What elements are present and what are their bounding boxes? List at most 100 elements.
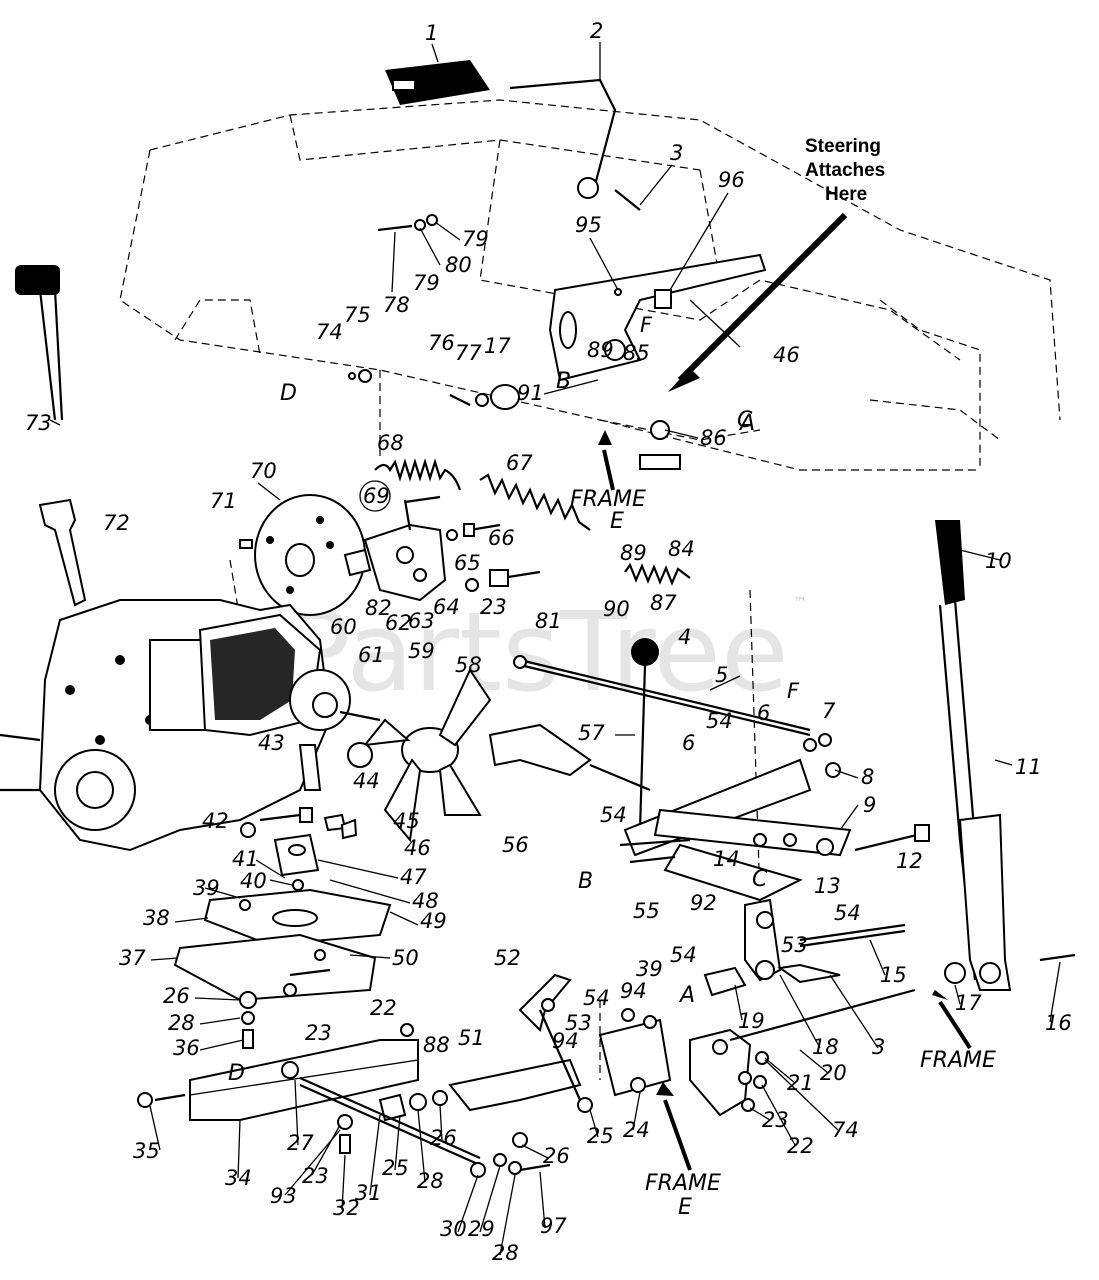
part-number: 49: [420, 909, 447, 933]
part-number: 54: [670, 943, 697, 967]
rod-5: [513, 655, 811, 737]
letter-f-top: F: [640, 313, 653, 337]
part-number: 22: [370, 996, 397, 1020]
letter-a: A: [738, 411, 755, 436]
part-number: 23: [305, 1021, 332, 1045]
body-outline: [119, 99, 1061, 1080]
part-number: 73: [25, 411, 52, 435]
part-number: 3: [670, 141, 683, 165]
steering-arrow: [668, 212, 848, 392]
part-number: 15: [880, 963, 907, 987]
idler-bracket: [343, 495, 447, 602]
part-number: 88: [423, 1033, 450, 1057]
part-number: 35: [133, 1139, 160, 1163]
part-number: 26: [163, 984, 190, 1008]
part-number: 89: [587, 338, 614, 362]
part-number: 48: [412, 889, 439, 913]
brake-pedal: [385, 60, 490, 105]
part-number: 78: [383, 293, 410, 317]
part-number: 21: [787, 1071, 814, 1095]
letter-d-bottom: D: [228, 1061, 245, 1086]
part-number: 23: [302, 1164, 329, 1188]
part-number: 26: [543, 1144, 570, 1168]
part-number: 11: [1015, 755, 1042, 779]
letter-d-top: D: [280, 381, 297, 406]
part-number: 68: [377, 431, 404, 455]
steering-line-2: Attaches: [805, 160, 885, 181]
part-number: 53: [781, 933, 808, 957]
part-number: 6: [682, 731, 695, 755]
part-number: 84: [668, 537, 695, 561]
plate-assembly: [173, 833, 392, 1049]
part-number: 38: [143, 906, 170, 930]
spring-67: [479, 473, 591, 531]
part-number: 63: [408, 609, 435, 633]
part-number: 5: [715, 663, 728, 687]
frame-label-right: FRAME: [920, 1048, 996, 1073]
bracket-20: [689, 988, 916, 1117]
part-number: 44: [353, 769, 380, 793]
part-number: 80: [445, 253, 472, 277]
bolts-65-66: [446, 523, 541, 592]
part-number: 23: [762, 1108, 789, 1132]
part-number: 82: [365, 596, 392, 620]
part-number: 36: [173, 1036, 200, 1060]
part-number: 53: [565, 1011, 592, 1035]
part-number: 46: [404, 836, 431, 860]
part-number: 6: [757, 701, 770, 725]
shift-lever-72-73: [15, 265, 87, 607]
part-number: 67: [506, 451, 533, 475]
part-number: 58: [455, 653, 482, 677]
part-number: 94: [552, 1029, 579, 1053]
part-number: 79: [462, 227, 489, 251]
part-number: 59: [408, 639, 435, 663]
part-number: 14: [713, 847, 740, 871]
part-number: 96: [718, 168, 745, 192]
part-number: 74: [316, 320, 343, 344]
top-hardware: [348, 214, 672, 410]
part-number: 13: [814, 874, 841, 898]
part-number: 7: [822, 699, 836, 723]
spring-68: [374, 458, 462, 491]
part-number: 24: [623, 1118, 650, 1142]
part-number: 9: [863, 793, 876, 817]
hand-lever-10-11: [935, 520, 1076, 991]
part-number: 79: [413, 271, 440, 295]
part-number: 64: [433, 595, 460, 619]
part-number: 52: [494, 946, 521, 970]
part-number: 56: [502, 833, 529, 857]
part-number: 25: [587, 1124, 614, 1148]
part-number: 54: [583, 986, 610, 1010]
part-number: 19: [738, 1009, 765, 1033]
part-number: 61: [358, 643, 385, 667]
part-number: 18: [812, 1035, 839, 1059]
part-number: 89: [620, 541, 647, 565]
part-number: 3: [872, 1035, 885, 1059]
part-number: 4: [678, 625, 691, 649]
part-number: 28: [417, 1169, 444, 1193]
part-number: 10: [985, 549, 1012, 573]
letter-a-mid: A: [678, 983, 695, 1008]
part-number: 54: [600, 803, 627, 827]
part-number: 17: [484, 334, 511, 358]
part-number: 43: [258, 731, 285, 755]
part-number: 39: [636, 957, 663, 981]
pedal-arm: [509, 78, 641, 211]
part-number: 42: [202, 809, 229, 833]
part-number: 70: [250, 459, 277, 483]
part-numbers: 1 2 3 96 95 79 80 79 78 75 74 76 77 17 8…: [25, 19, 1072, 1265]
part-number: 40: [240, 869, 267, 893]
part-number: 86: [700, 426, 727, 450]
knob-4: [631, 638, 659, 831]
part-number: 31: [355, 1181, 382, 1205]
drive-shaft-56: [488, 723, 651, 792]
part-number: 26: [430, 1126, 457, 1150]
part-number: 16: [1045, 1011, 1072, 1035]
part-number: 77: [455, 341, 482, 365]
steering-callout: Steering Attaches Here: [805, 136, 885, 205]
part-number: 12: [896, 849, 923, 873]
part-number: 90: [603, 597, 630, 621]
part-number: 54: [834, 901, 861, 925]
part-number: 71: [210, 489, 237, 513]
